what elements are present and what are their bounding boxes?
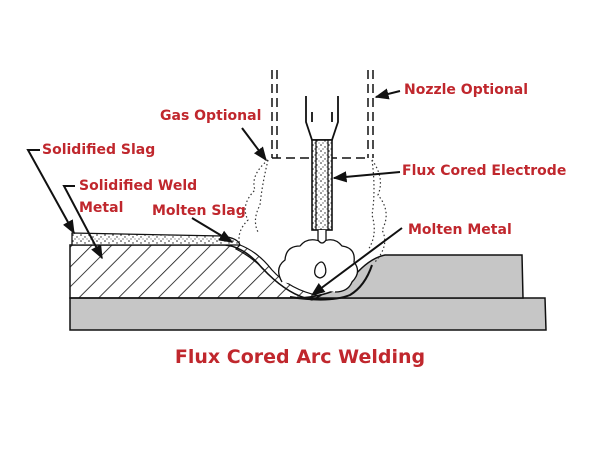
leader-nozzle [374,88,401,100]
solidified-slag-layer [71,232,241,246]
leader-molten-slag [191,217,234,243]
leader-solidified-slag [26,149,75,235]
flux-cored-electrode [311,139,333,244]
label-molten-slag: Molten Slag [152,203,246,219]
label-solidified-weld-metal: Solidified Weld [79,178,198,194]
leader-weld-metal [62,185,103,260]
molten-metal-pool [289,264,373,301]
gas-shield [238,159,387,263]
label-solidified-weld-metal-line2: Metal [79,200,124,216]
label-flux-cored-electrode: Flux Cored Electrode [402,163,567,179]
base-plate [69,254,547,331]
leader-lines [26,88,403,296]
label-molten-metal: Molten Metal [408,222,512,238]
leader-electrode [332,171,401,183]
label-nozzle-optional: Nozzle Optional [404,82,529,98]
contact-tube [305,96,339,141]
label-gas-optional: Gas Optional [160,108,262,124]
leader-molten-metal [310,227,403,296]
label-solidified-slag: Solidified Slag [42,142,156,158]
leader-gas [241,127,267,162]
arc-cloud [278,239,359,293]
diagram-title: Flux Cored Arc Welding [174,346,426,368]
